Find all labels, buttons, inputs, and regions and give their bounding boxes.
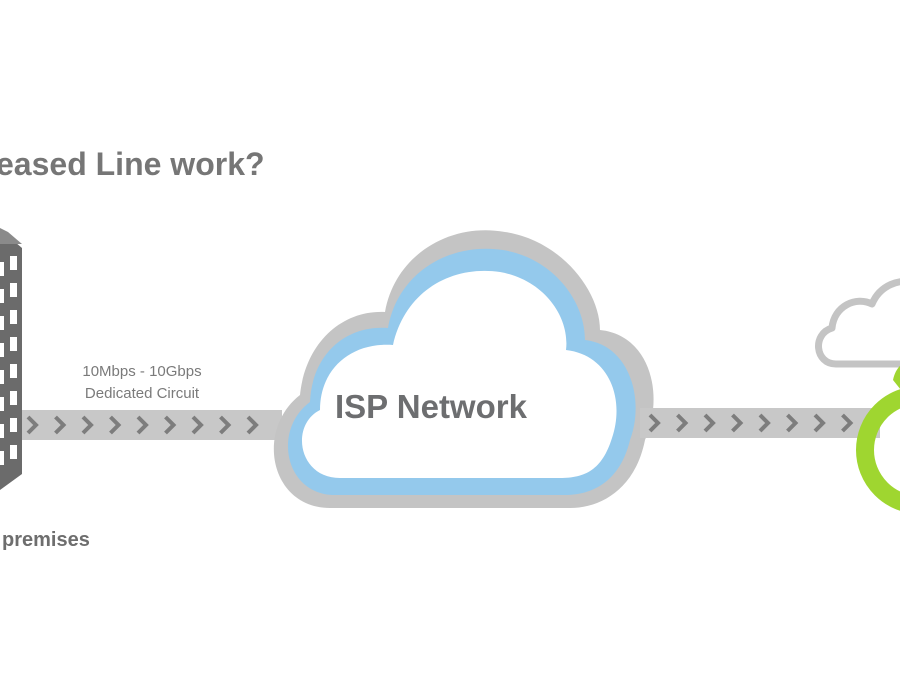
internet-cloud-icon xyxy=(815,278,900,368)
chevron-icon xyxy=(109,415,122,435)
chevron-icon xyxy=(648,413,661,433)
isp-cloud-icon xyxy=(273,230,654,508)
link-speed-label: 10Mbps - 10Gbps xyxy=(82,363,202,380)
chevron-icon xyxy=(841,413,854,433)
chevron-icon xyxy=(26,415,39,435)
chevrons-right xyxy=(648,413,854,433)
chevron-icon xyxy=(703,413,716,433)
diagram-title: eased Line work? xyxy=(0,146,265,182)
chevron-icon xyxy=(676,413,689,433)
chevron-icon xyxy=(246,415,259,435)
chevron-icon xyxy=(81,415,94,435)
chevron-icon xyxy=(758,413,771,433)
chevron-icon xyxy=(54,415,67,435)
chevron-icon xyxy=(191,415,204,435)
link-type-label: Dedicated Circuit xyxy=(84,385,200,402)
chevron-icon xyxy=(786,413,799,433)
isp-network-label: ISP Network xyxy=(335,388,527,425)
chevrons-left xyxy=(26,415,259,435)
chevron-icon xyxy=(136,415,149,435)
chevron-icon xyxy=(731,413,744,433)
circuit-pipe-right xyxy=(640,408,880,438)
link-description: 10Mbps - 10Gbps Dedicated Circuit xyxy=(72,361,212,405)
chevron-icon xyxy=(219,415,232,435)
premises-label: premises xyxy=(2,529,90,551)
destination-ring-icon xyxy=(856,365,900,511)
office-building-icon xyxy=(0,228,22,490)
chevron-icon xyxy=(813,413,826,433)
chevron-icon xyxy=(164,415,177,435)
